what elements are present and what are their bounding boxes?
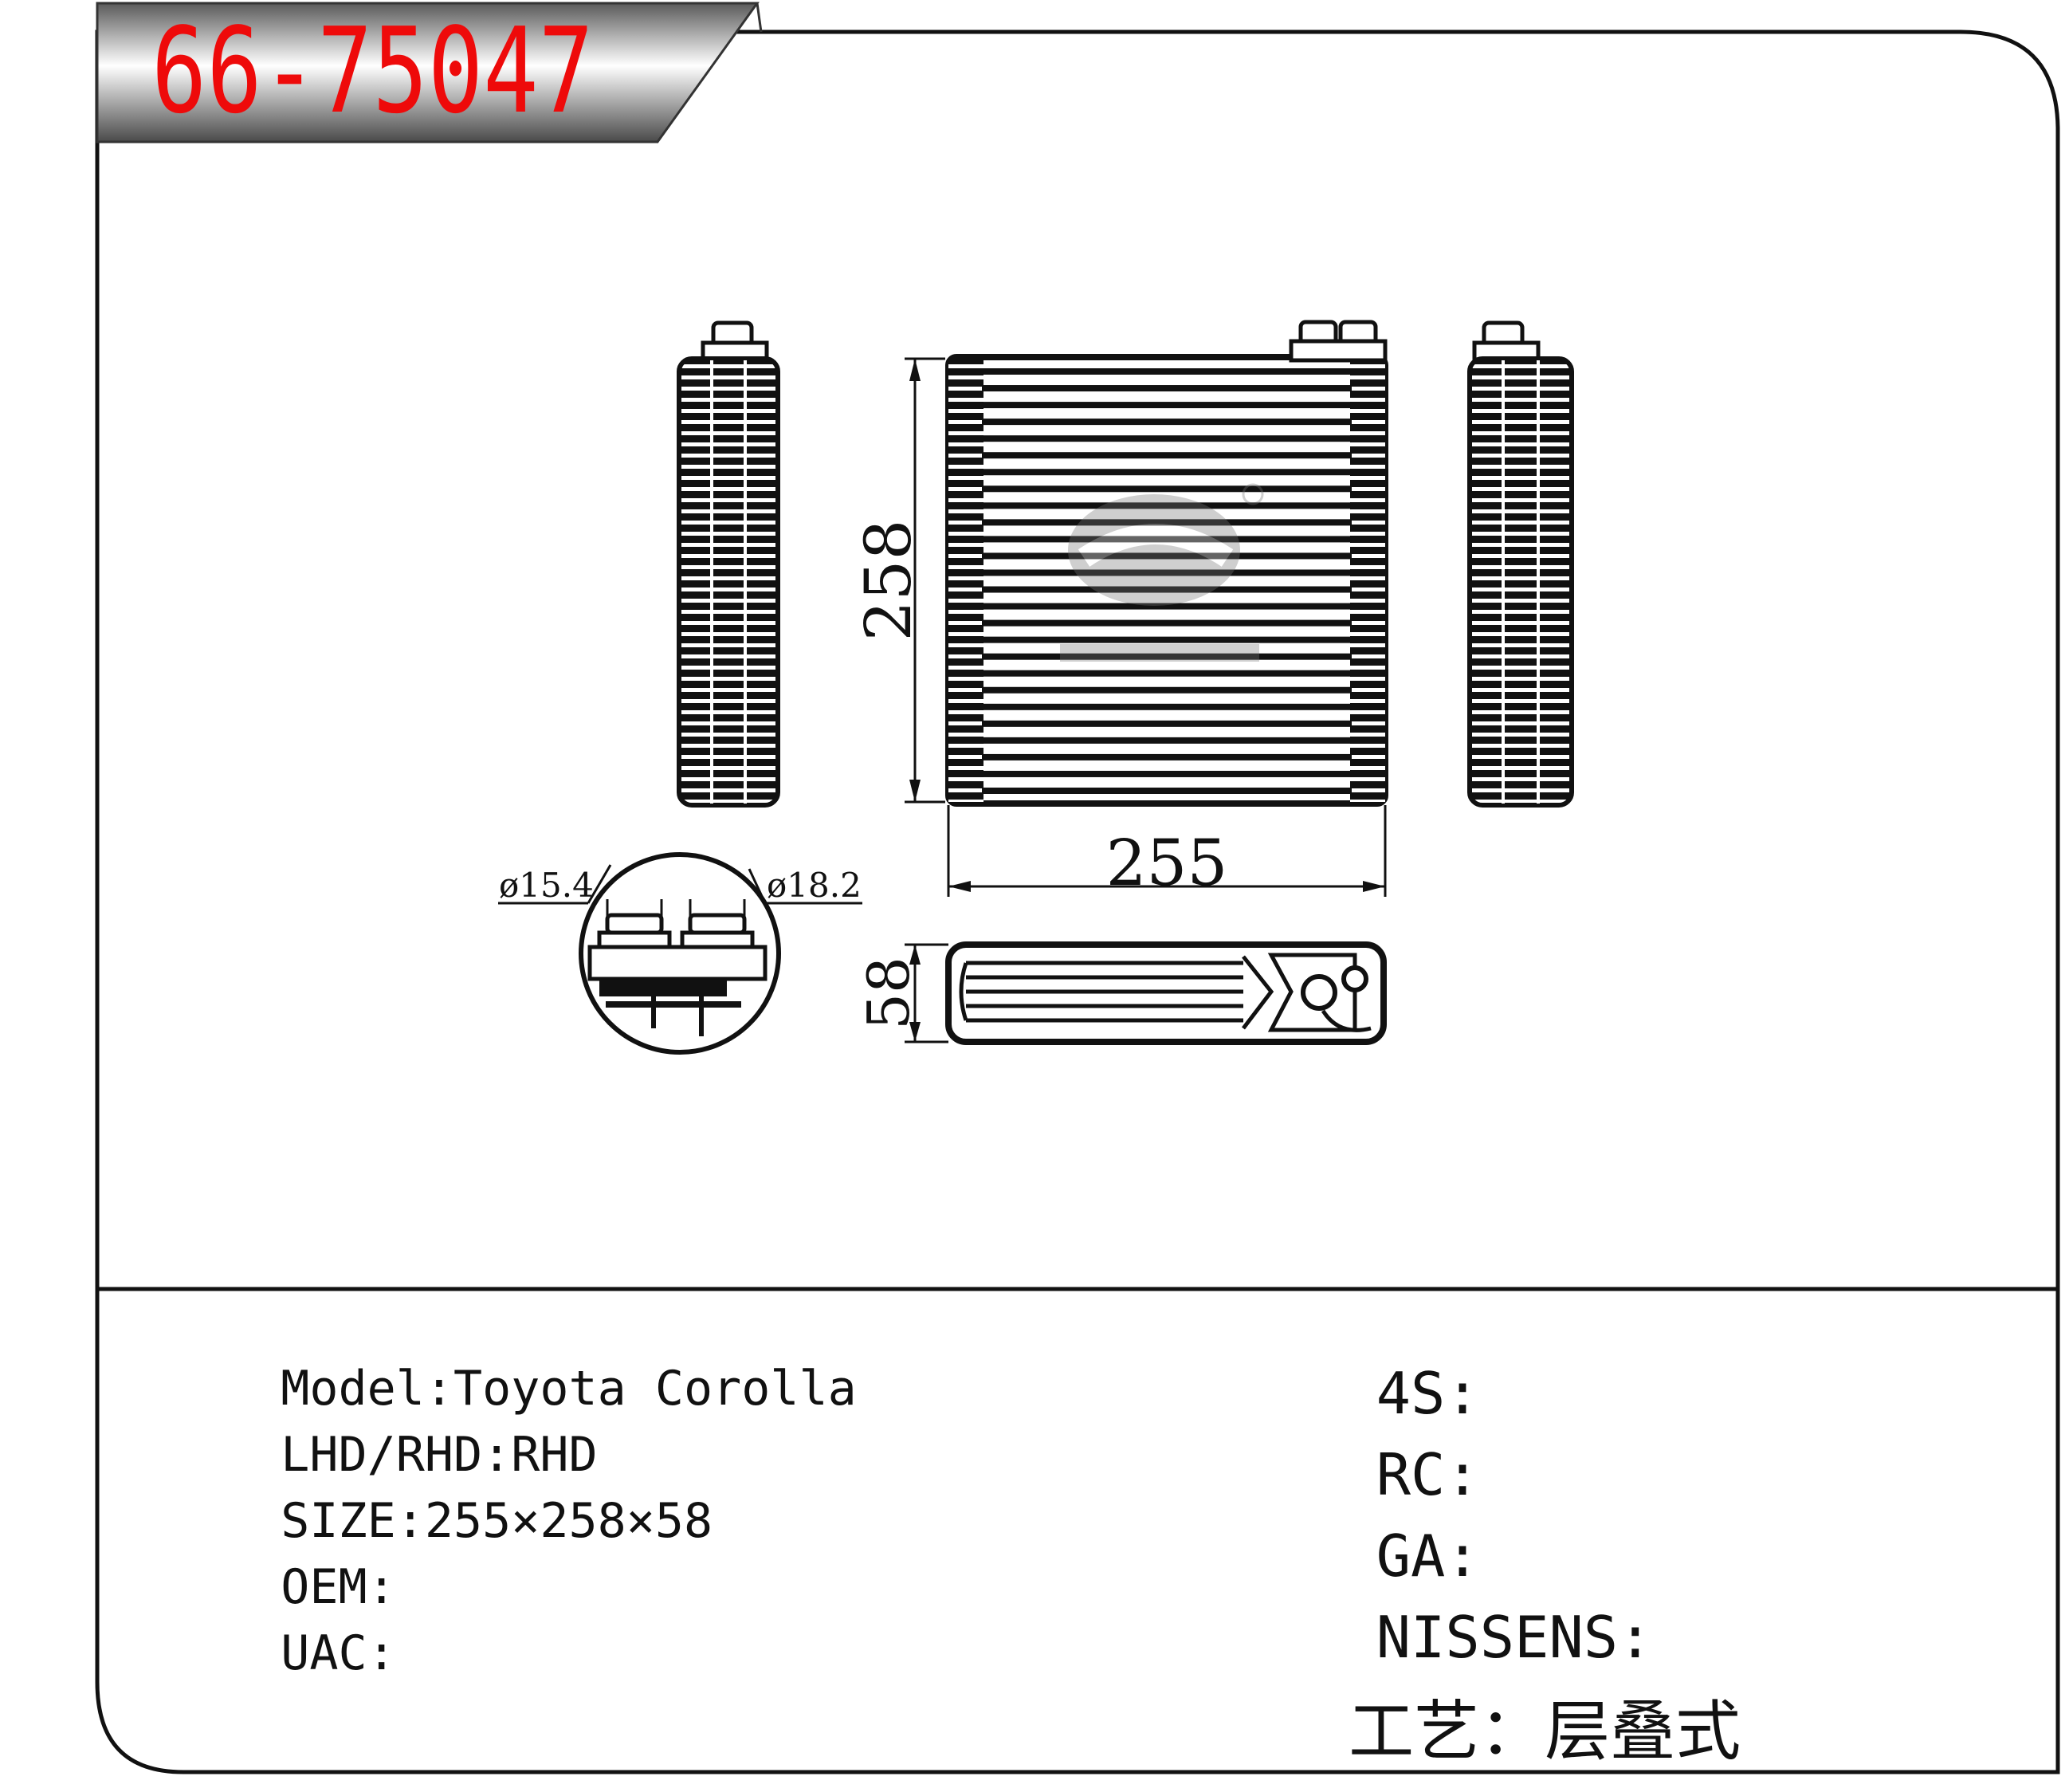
tube-row: [982, 788, 1352, 794]
spec-rc: RC:: [1376, 1441, 1480, 1508]
tube-row: [982, 703, 1352, 710]
spec-nissens-label: NISSENS: [1376, 1604, 1619, 1671]
spec-model: Model:Toyota Corolla: [281, 1361, 857, 1417]
tube-row: [982, 603, 1352, 610]
outlet-diameter-callout: ø18.2: [689, 866, 862, 925]
spec-size-value: 255×258×58: [424, 1493, 713, 1549]
spec-uac-label: UAC: [281, 1625, 367, 1681]
spec-process: 工艺：层叠式: [1349, 1694, 1741, 1770]
outer-frame: [95, 29, 2060, 1774]
brand-watermark-logo: [1060, 483, 1264, 662]
spec-process-value: 层叠式: [1545, 1694, 1741, 1770]
inlet-diameter-callout: ø15.4: [498, 864, 663, 925]
evaporator-top-view: [945, 941, 1387, 1045]
evaporator-front-view: [945, 320, 1388, 807]
depth-value: 58: [855, 957, 922, 1030]
spec-model-label: Model: [281, 1361, 425, 1417]
part-code-tag: 66-75047: [96, 2, 763, 143]
inlet-diameter-value: ø15.4: [499, 866, 594, 905]
tube-row: [982, 586, 1352, 593]
height-value: 258: [851, 520, 925, 642]
tube-row: [982, 502, 1352, 509]
dimension-height: 258: [851, 357, 945, 804]
tube-row: [982, 435, 1352, 442]
spec-size-label: SIZE: [281, 1493, 396, 1549]
tube-row: [982, 686, 1352, 694]
spec-nissens: NISSENS:: [1376, 1604, 1653, 1671]
tube-row: [982, 653, 1352, 660]
tube-row: [982, 368, 1352, 375]
tube-row: [982, 770, 1352, 777]
tube-row: [982, 636, 1352, 643]
spec-lhd-rhd-label: LHD/RHD: [281, 1427, 483, 1483]
tube-row: [982, 737, 1352, 744]
spec-size: SIZE:255×258×58: [281, 1493, 713, 1549]
spec-4s-label: 4S: [1376, 1360, 1446, 1427]
outlet-diameter-value: ø18.2: [767, 866, 862, 905]
tube-row: [982, 753, 1352, 760]
tube-row: [982, 469, 1352, 476]
width-value: 255: [1106, 826, 1228, 900]
spec-process-label: 工艺: [1349, 1694, 1480, 1770]
tube-row: [982, 385, 1352, 392]
spec-ga: GA:: [1376, 1523, 1480, 1590]
tube-row: [982, 720, 1352, 727]
tube-row: [982, 419, 1352, 426]
tube-row: [982, 619, 1352, 627]
evaporator-side-view-left: [677, 320, 780, 808]
tube-row: [982, 536, 1352, 543]
evaporator-tubes: [982, 368, 1352, 794]
spec-ga-label: GA: [1376, 1523, 1446, 1590]
top-view-channels: [959, 953, 1357, 1032]
spec-rc-label: RC: [1376, 1441, 1446, 1508]
part-code: 66-75047: [151, 2, 594, 140]
tube-row: [982, 452, 1352, 459]
spec-4s: 4S:: [1376, 1360, 1480, 1427]
tube-row: [982, 519, 1352, 526]
tube-row: [982, 569, 1352, 576]
evaporator-side-view-right: [1467, 320, 1574, 808]
dimension-depth: 58: [855, 943, 948, 1043]
spec-lhd-rhd: LHD/RHD:RHD: [281, 1427, 598, 1483]
fitting-detail: [579, 852, 781, 1055]
tube-row: [982, 402, 1352, 409]
dimension-width: 255: [947, 805, 1387, 900]
tube-row: [982, 670, 1352, 677]
spec-uac: UAC:: [281, 1625, 396, 1681]
spec-lhd-rhd-value: RHD: [511, 1427, 598, 1483]
spec-model-value: Toyota Corolla: [453, 1361, 857, 1417]
spec-oem: OEM:: [281, 1559, 396, 1615]
tube-row: [982, 552, 1352, 560]
spec-oem-label: OEM: [281, 1559, 367, 1615]
tube-row: [982, 485, 1352, 493]
